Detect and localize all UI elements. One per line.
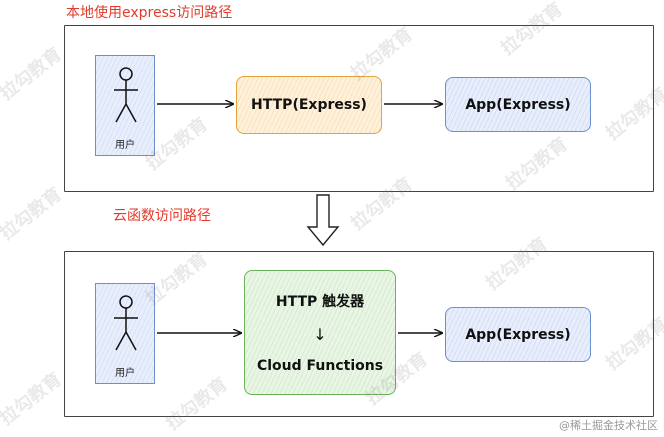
cloud-functions-label: Cloud Functions [256, 358, 384, 374]
trigger-down-arrow-icon: ↓ [313, 325, 327, 344]
trigger-title: HTTP 触发器 [275, 294, 365, 310]
top-panel [64, 25, 654, 192]
top-section-title: 本地使用express访问路径 [66, 5, 233, 21]
source-credit: @稀土掘金技术社区 [559, 419, 658, 432]
top-user-label: 用户 [115, 140, 135, 151]
bottom-app-express-box: App(Express) [445, 307, 591, 362]
user-stick-figure-icon [114, 67, 138, 123]
bottom-user-label: 用户 [115, 368, 135, 379]
http-trigger-box: HTTP 触发器 ↓ Cloud Functions [244, 270, 396, 395]
bottom-user-box: 用户 [95, 283, 155, 384]
bottom-panel [64, 251, 654, 417]
bottom-section-title: 云函数访问路径 [113, 208, 211, 224]
top-app-express-box: App(Express) [445, 77, 591, 132]
top-user-box: 用户 [95, 55, 155, 156]
http-express-box: HTTP(Express) [236, 76, 382, 134]
user-stick-figure-icon [114, 295, 138, 351]
section-transition-arrow-icon [306, 194, 340, 247]
